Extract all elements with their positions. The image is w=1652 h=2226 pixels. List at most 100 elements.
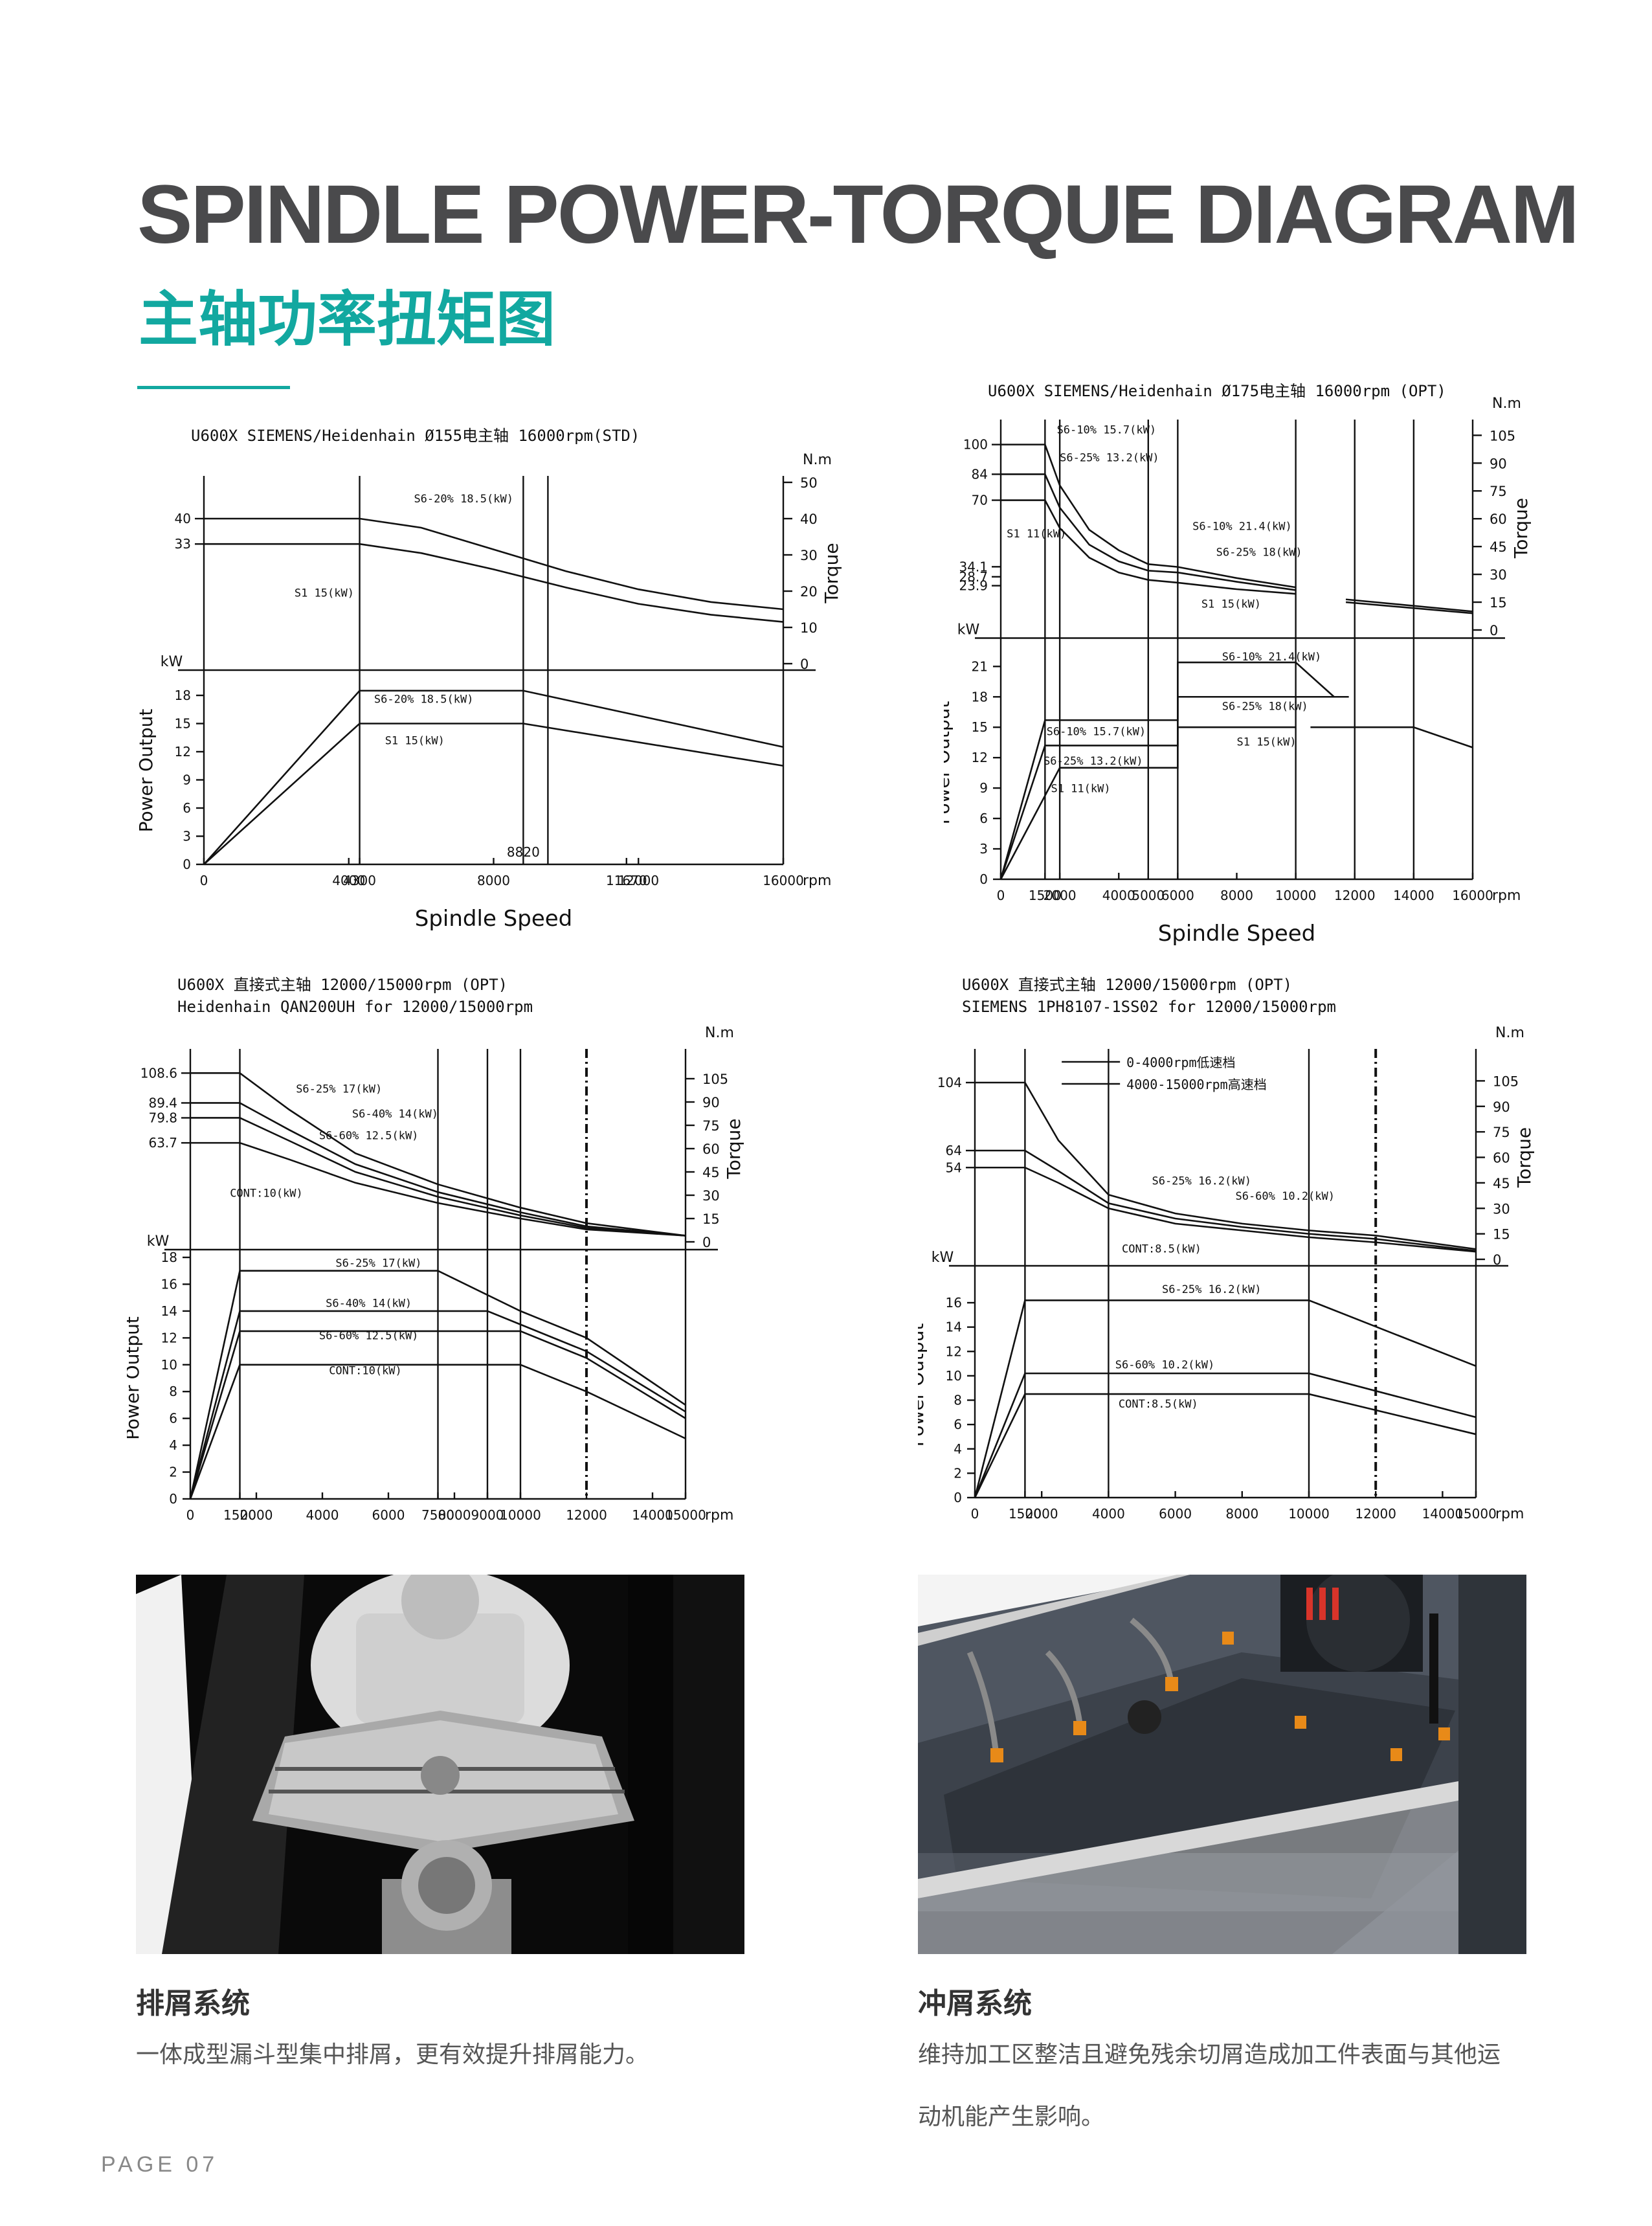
- power-tick-label: 18: [175, 688, 191, 703]
- torque-series-line: [1345, 598, 1473, 613]
- x-tick-label: 12000: [1334, 888, 1376, 903]
- torque-tick-label: 45: [1493, 1176, 1510, 1191]
- x-tick-label: 6000: [372, 1507, 405, 1523]
- torque-axis-label: Torque: [723, 1118, 744, 1179]
- chart-svg: U600X SIEMENS/Heidenhain Ø175电主轴 16000rp…: [944, 382, 1532, 947]
- power-tick-label: 18: [161, 1250, 177, 1265]
- torque-curve-label: S1 11(kW): [1007, 528, 1066, 541]
- x-tick-label: 10000: [1288, 1506, 1330, 1522]
- torque-curve-label: S6-60% 12.5(kW): [319, 1130, 419, 1143]
- power-tick-label: 8: [954, 1393, 962, 1408]
- x-tick-label: 4000: [1102, 888, 1135, 903]
- torque-tick-label: 105: [702, 1072, 728, 1087]
- torque-tick-label: 0: [1490, 623, 1498, 638]
- torque-tick-label: 0: [800, 657, 809, 672]
- x-tick-label: 14000: [1422, 1506, 1464, 1522]
- legend-label: 4000-15000rpm高速档: [1126, 1077, 1267, 1092]
- x-tick-label: 0: [971, 1506, 979, 1522]
- chart-svg: U600X 直接式主轴 12000/15000rpm (OPT)Heidenha…: [127, 976, 744, 1523]
- x-tick-label: 4000: [306, 1507, 339, 1523]
- power-tick-label: 12: [175, 744, 191, 759]
- x-unit-label: rpm: [1492, 888, 1521, 904]
- power-tick-label: 6: [183, 800, 191, 816]
- x-tick-label: 16000: [763, 873, 804, 888]
- power-axis-label: Power Output: [127, 1316, 143, 1440]
- power-series-line: [203, 723, 784, 865]
- torque-tick-label: 15: [702, 1211, 720, 1227]
- torque-tick-label: 0: [1493, 1252, 1501, 1268]
- x-unit-label: rpm: [803, 873, 831, 889]
- x-tick-label: 10000: [500, 1507, 541, 1523]
- x-tick-label: 2000: [1025, 1506, 1058, 1522]
- x-tick-label: 11670: [606, 873, 647, 888]
- torque-left-label: 89.4: [148, 1095, 177, 1110]
- torque-left-label: 108.6: [140, 1065, 177, 1081]
- x-tick-label: 4300: [343, 873, 376, 888]
- x-tick-label: 0: [186, 1507, 195, 1523]
- power-series-line: [974, 1393, 1477, 1498]
- x-tick-label: 1500: [1009, 1506, 1042, 1522]
- power-axis-label: Power Output: [918, 1323, 928, 1447]
- coolant-nozzle-render: [918, 1575, 1526, 1954]
- power-tick-label: 15: [972, 719, 988, 735]
- power-curve-label: S6-60% 12.5(kW): [319, 1329, 419, 1342]
- torque-series-line: [190, 1072, 686, 1237]
- power-unit-label: kW: [957, 622, 980, 638]
- x-tick-label: 8000: [477, 873, 510, 888]
- torque-curve-label: S6-10% 21.4(kW): [1192, 520, 1292, 533]
- chart-title: U600X 直接式主轴 12000/15000rpm (OPT): [177, 976, 508, 994]
- x-tick-label: 0: [200, 873, 208, 888]
- power-tick-label: 10: [161, 1357, 177, 1373]
- torque-series-line: [190, 1102, 686, 1237]
- torque-tick-label: 105: [1493, 1074, 1519, 1089]
- torque-tick-label: 60: [702, 1141, 720, 1157]
- torque-curve-label: S1 15(kW): [1201, 598, 1261, 611]
- torque-curve-label: S6-25% 13.2(kW): [1060, 451, 1159, 464]
- chart-title: U600X SIEMENS/Heidenhain Ø175电主轴 16000rp…: [988, 382, 1446, 400]
- torque-series-line: [975, 1149, 1477, 1252]
- power-tick-label: 18: [972, 689, 988, 704]
- torque-unit-label: N.m: [1495, 1025, 1524, 1041]
- power-series-line: [999, 661, 1335, 880]
- power-tick-label: 6: [169, 1411, 177, 1426]
- page-number: PAGE 07: [101, 2152, 219, 2177]
- power-tick-label: 12: [161, 1330, 177, 1345]
- torque-series-line: [204, 517, 784, 611]
- x-tick-label: 6000: [1161, 888, 1194, 903]
- torque-tick-label: 20: [800, 584, 818, 600]
- chart-title: U600X SIEMENS/Heidenhain Ø155电主轴 16000rp…: [191, 427, 640, 445]
- torque-curve-label: S6-60% 10.2(kW): [1235, 1190, 1335, 1203]
- power-tick-label: 0: [954, 1490, 962, 1505]
- x-tick-label: 9000: [471, 1507, 504, 1523]
- chart-1ph8107: U600X 直接式主轴 12000/15000rpm (OPT) SIEMENS …: [918, 974, 1539, 1538]
- torque-tick-label: 75: [702, 1118, 720, 1134]
- torque-series-line: [190, 1141, 686, 1237]
- torque-series-line: [1345, 601, 1473, 614]
- power-tick-label: 9: [183, 772, 191, 788]
- torque-unit-label: N.m: [803, 452, 832, 468]
- power-curve-label: S6-25% 13.2(kW): [1044, 755, 1143, 768]
- x-tick-label: 5000: [1132, 888, 1165, 903]
- power-series-line: [999, 726, 1296, 880]
- x-tick-label: 6000: [1159, 1506, 1192, 1522]
- power-axis-label: Power Output: [135, 709, 157, 833]
- power-tick-label: 9: [979, 780, 988, 796]
- torque-curve-label: S6-20% 18.5(kW): [414, 493, 513, 506]
- power-tick-label: 2: [169, 1465, 177, 1480]
- torque-tick-label: 75: [1493, 1125, 1510, 1140]
- power-tick-label: 14: [161, 1303, 177, 1319]
- torque-tick-label: 30: [800, 548, 818, 563]
- chart-title: U600X 直接式主轴 12000/15000rpm (OPT): [962, 976, 1292, 994]
- torque-curve-label: CONT:8.5(kW): [1122, 1243, 1201, 1256]
- power-tick-label: 15: [175, 716, 191, 732]
- x-unit-label: rpm: [705, 1507, 733, 1523]
- power-curve-label: S6-40% 14(kW): [326, 1298, 412, 1310]
- chart-subtitle: SIEMENS 1PH8107-1SS02 for 12000/15000rpm: [962, 998, 1336, 1016]
- torque-series-line: [1001, 444, 1296, 589]
- torque-curve-label: S6-25% 16.2(kW): [1152, 1175, 1251, 1188]
- power-tick-label: 4: [954, 1441, 962, 1457]
- x-tick-label: 14000: [632, 1507, 673, 1523]
- x-tick-label: 7500: [421, 1507, 454, 1523]
- x-unit-label: rpm: [1495, 1506, 1524, 1522]
- section-title-chip-removal: 排屑系统: [136, 1987, 250, 2020]
